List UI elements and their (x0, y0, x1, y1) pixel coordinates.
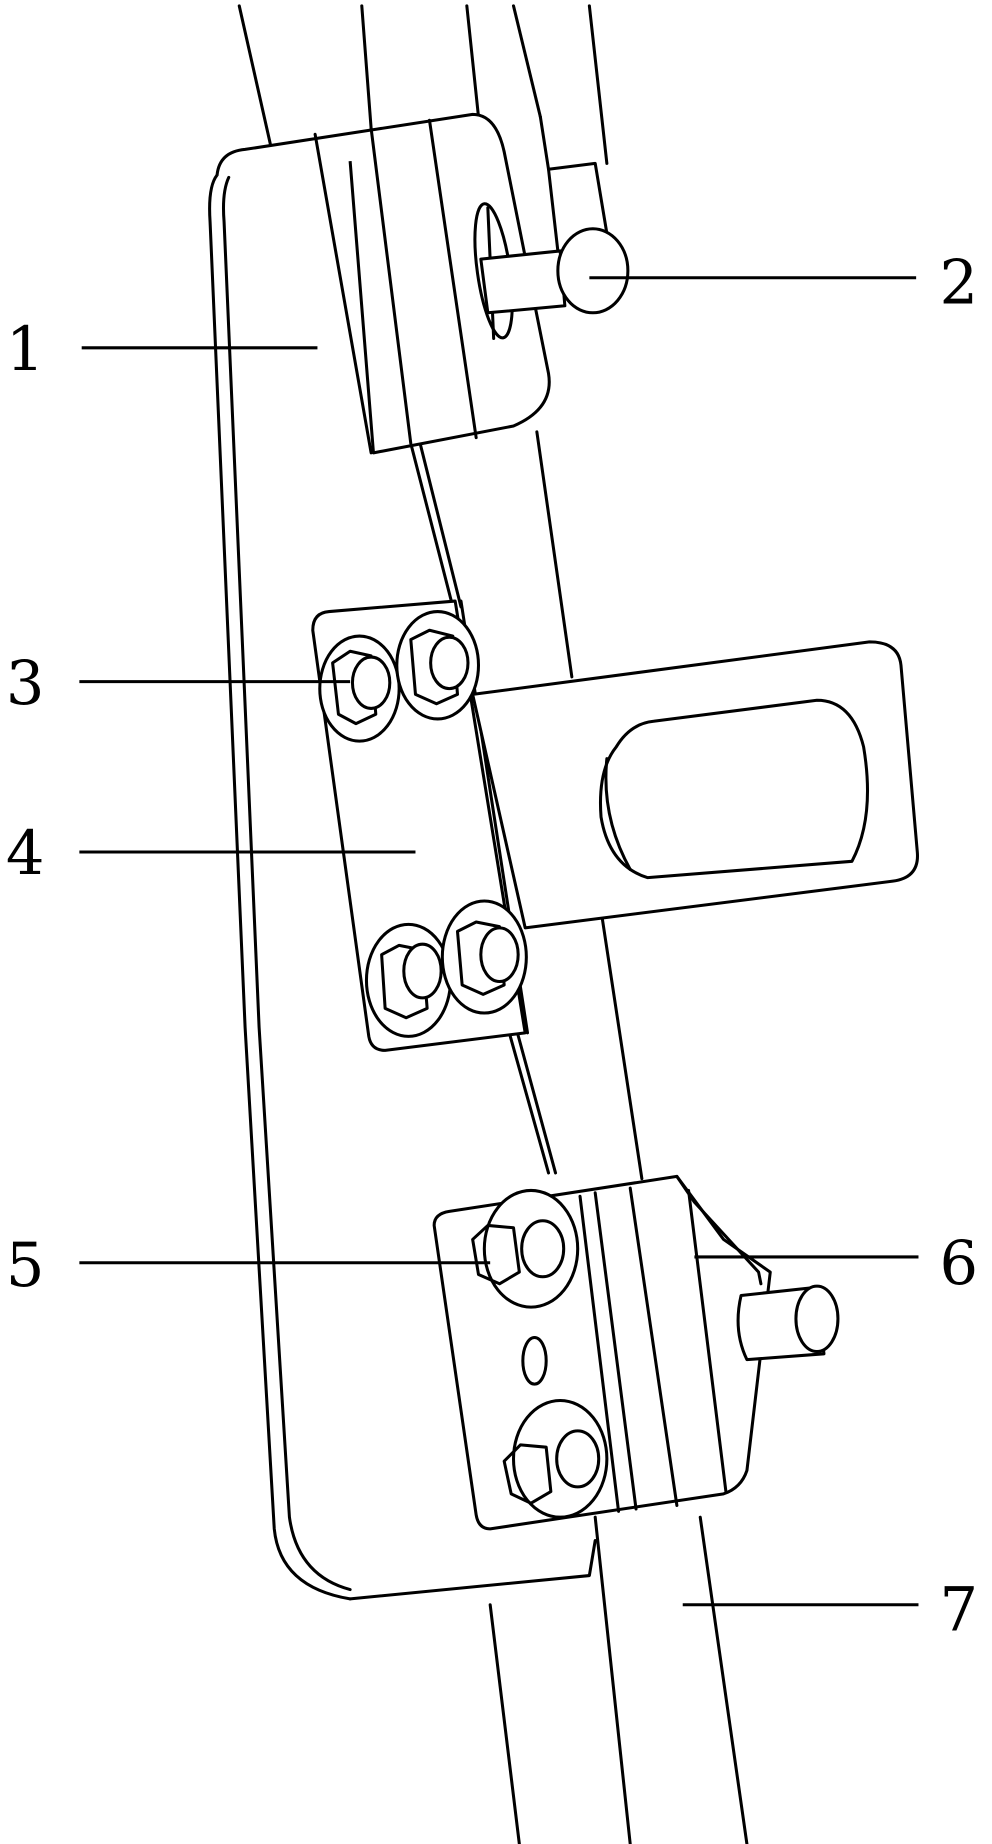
label-5: 5 (6, 1231, 45, 1301)
lower-clamp-bolts (471, 1188, 609, 1519)
label-7: 7 (939, 1575, 978, 1645)
backing-plate (208, 173, 597, 1601)
upper-clamp-block (215, 112, 551, 455)
label-3: 3 (6, 649, 45, 719)
label-1: 1 (6, 315, 45, 385)
upper-bolts (318, 610, 481, 743)
rail-tube (237, 4, 749, 1844)
leader-lines (79, 276, 919, 1607)
locking-pin (479, 115, 630, 315)
lower-bolts (364, 899, 528, 1038)
label-2: 2 (939, 248, 978, 318)
lower-pin (736, 1284, 840, 1362)
slotted-bracket (471, 640, 919, 930)
label-6: 6 (939, 1229, 978, 1299)
callout-labels: 1 2 3 4 5 6 7 (6, 248, 978, 1645)
label-4: 4 (6, 819, 45, 889)
